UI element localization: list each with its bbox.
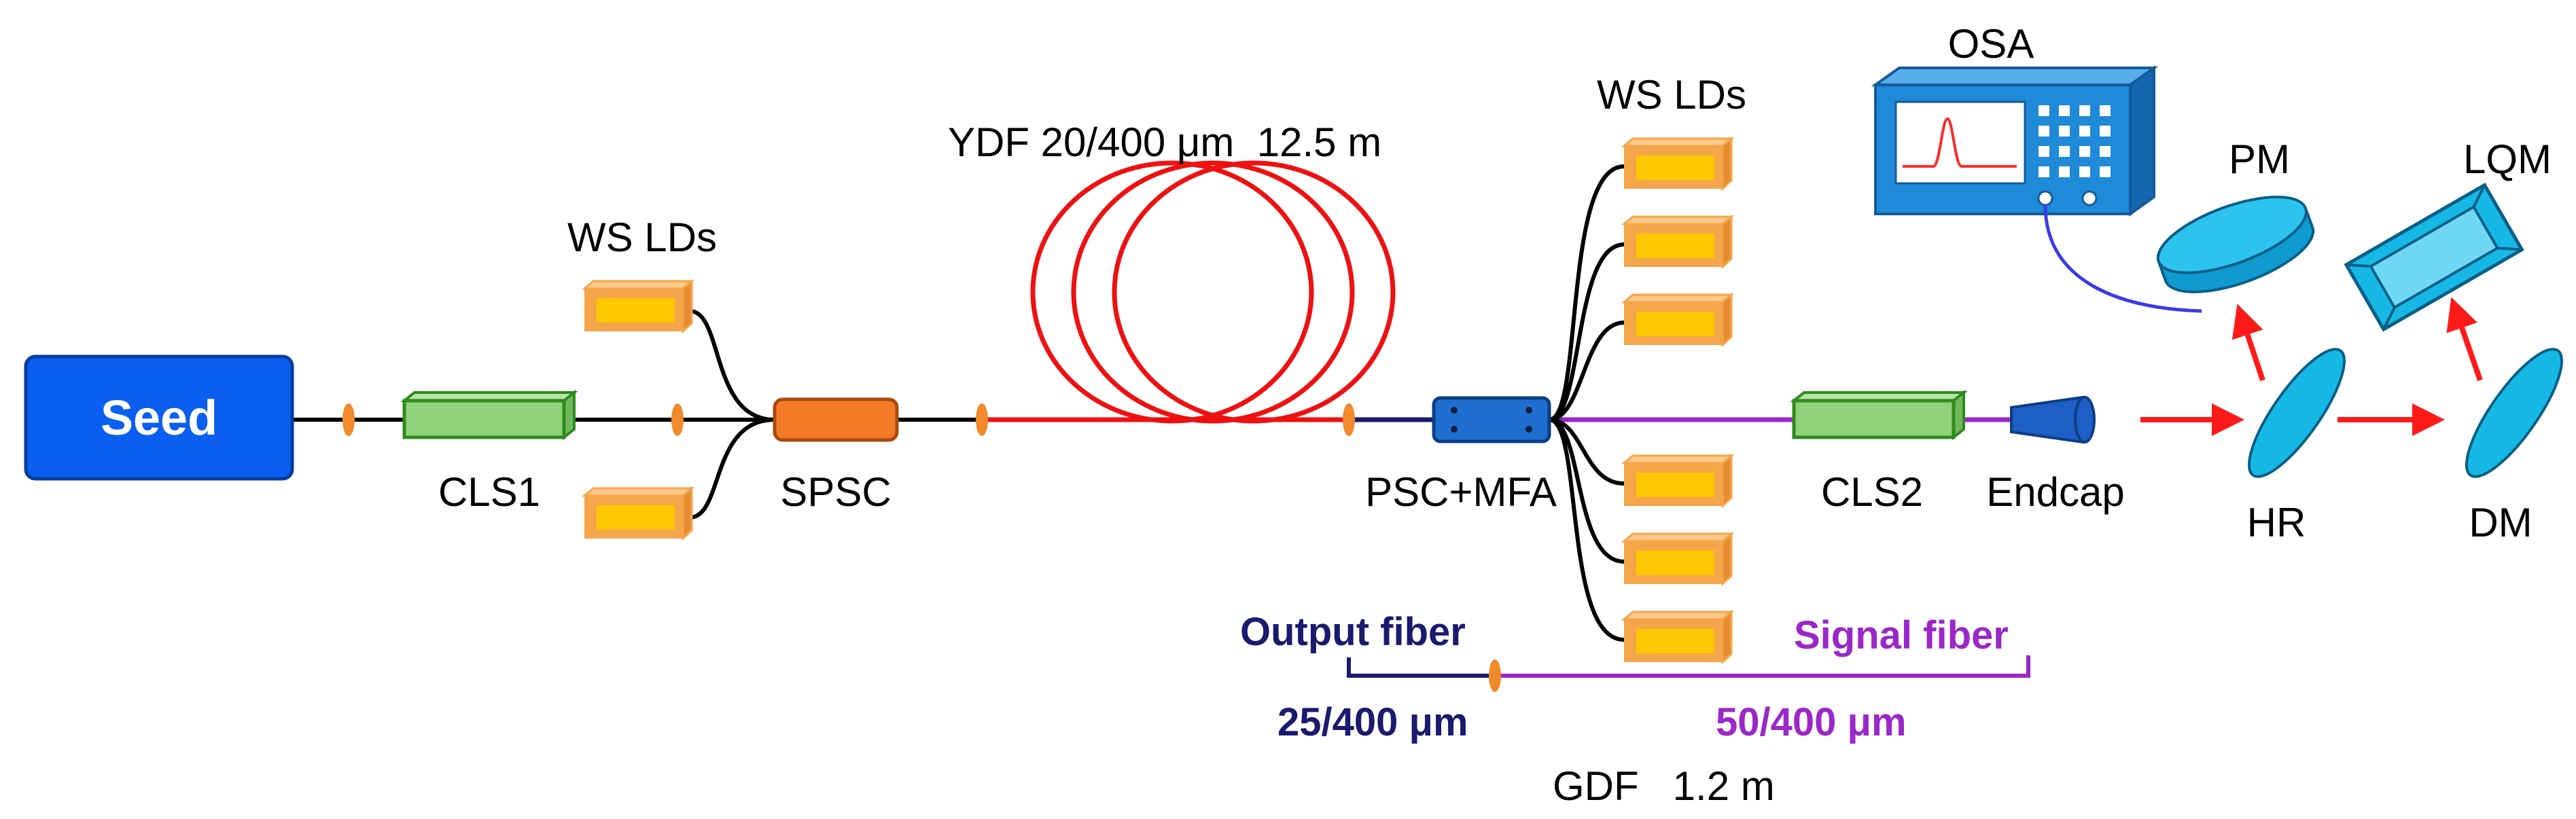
right-pump-fiber-4 (1549, 418, 1625, 486)
pm-label: PM (2229, 136, 2290, 182)
right-pump-fiber-5 (1549, 418, 1625, 564)
output-fiber-legend-line (1347, 657, 1495, 678)
legend-splice-point (1489, 659, 1501, 692)
spsc-label: SPSC (780, 469, 891, 515)
signal-fiber-label: Signal fiber (1794, 613, 2009, 657)
osa-label: OSA (1948, 21, 2034, 67)
ydf-label: YDF 20/400 μm 12.5 m (948, 120, 1381, 165)
left-pump-fiber-top (689, 309, 775, 422)
cls2-block: CLS2 (1790, 389, 1968, 515)
ydf-loop-2 (1071, 160, 1355, 424)
dm-label: DM (2469, 500, 2532, 545)
left-ld-top (581, 278, 695, 334)
dm-mirror: DM (2465, 348, 2564, 545)
left-pump-lds: WS LDs (567, 215, 717, 541)
fiber-legend: Output fiber Signal fiber 25/400 μm 50/4… (1240, 610, 2030, 809)
right-ld-6 (1621, 609, 1735, 665)
spsc-box (773, 397, 899, 442)
cls2-label: CLS2 (1821, 469, 1923, 515)
osa-side-face (2129, 65, 2155, 217)
ydf-coil (1030, 160, 1396, 424)
psc-mfa-block: PSC+MFA (1365, 396, 1557, 515)
osa-instrument: OSA (1871, 21, 2202, 313)
osa-top-face (1871, 67, 2159, 86)
splice-point-4 (1343, 403, 1355, 436)
right-pump-lds: WS LDs (1597, 72, 1746, 665)
psc-mfa-dot-4 (1525, 426, 1532, 433)
lqm-box (2344, 182, 2524, 332)
endcap-face (2074, 396, 2096, 443)
hr-label: HR (2247, 500, 2306, 545)
lqm-label: LQM (2463, 136, 2552, 182)
osa-port-2 (2081, 190, 2098, 206)
ws-lds-left-label: WS LDs (567, 215, 717, 260)
cls1-front-face (402, 399, 566, 439)
seed-block: Seed (24, 354, 294, 481)
splice-points (342, 403, 1355, 436)
endcap-block: Endcap (1986, 395, 2125, 515)
lqm-instrument: LQM (2344, 136, 2552, 332)
beam-arrow-hr-to-pm (2231, 304, 2265, 382)
signal-fiber-legend-line (1495, 655, 2030, 678)
endcap-body (2010, 395, 2084, 444)
psc-mfa-dot-1 (1451, 407, 1458, 414)
psc-mfa-dot-3 (1451, 426, 1458, 433)
right-pump-fiber-1 (1549, 164, 1625, 422)
output-fiber-label: Output fiber (1240, 610, 1466, 654)
right-ld-4 (1621, 453, 1735, 509)
osa-port-1 (2037, 190, 2053, 206)
right-ld-1 (1621, 136, 1735, 192)
left-ld-bottom (581, 486, 695, 541)
osa-screen (1894, 101, 2026, 185)
power-meter: PM (2156, 136, 2315, 293)
splice-point-1 (342, 403, 355, 436)
signal-fiber-size-label: 50/400 μm (1716, 700, 1907, 744)
splice-point-2 (671, 403, 684, 436)
right-pump-fiber-2 (1549, 242, 1625, 422)
gdf-label: GDF 1.2 m (1553, 763, 1775, 809)
right-pump-fiber-6 (1549, 418, 1625, 642)
ws-lds-right-label: WS LDs (1597, 72, 1746, 117)
seed-box (24, 354, 294, 481)
pm-disc (2156, 196, 2315, 293)
cls1-label: CLS1 (438, 469, 540, 515)
splice-point-3 (976, 403, 988, 436)
osa-spectrum-trace (1903, 117, 2017, 168)
right-ld-5 (1621, 531, 1735, 587)
beam-arrows (2140, 297, 2483, 436)
spsc-block: SPSC (773, 397, 899, 515)
output-fiber-size-label: 25/400 μm (1277, 700, 1468, 744)
right-ld-2 (1621, 214, 1735, 270)
ydf-loop-3 (1112, 160, 1396, 424)
cls1-block: CLS1 (400, 389, 578, 515)
right-pump-fiber-3 (1549, 321, 1625, 422)
osa-keypad (2039, 105, 2111, 177)
psc-mfa-box (1432, 396, 1551, 443)
osa-cable (2043, 204, 2202, 313)
hr-mirror: HR (2247, 348, 2346, 545)
beam-arrow-dm-to-lqm (2446, 297, 2483, 382)
left-pump-fiber-bottom (689, 418, 775, 520)
cls2-front-face (1792, 399, 1956, 439)
seed-label: Seed (101, 391, 217, 445)
psc-mfa-label: PSC+MFA (1365, 469, 1557, 515)
right-ld-3 (1621, 292, 1735, 348)
psc-mfa-dot-2 (1525, 407, 1532, 414)
ydf-loop-1 (1030, 160, 1314, 424)
endcap-label: Endcap (1986, 469, 2125, 515)
